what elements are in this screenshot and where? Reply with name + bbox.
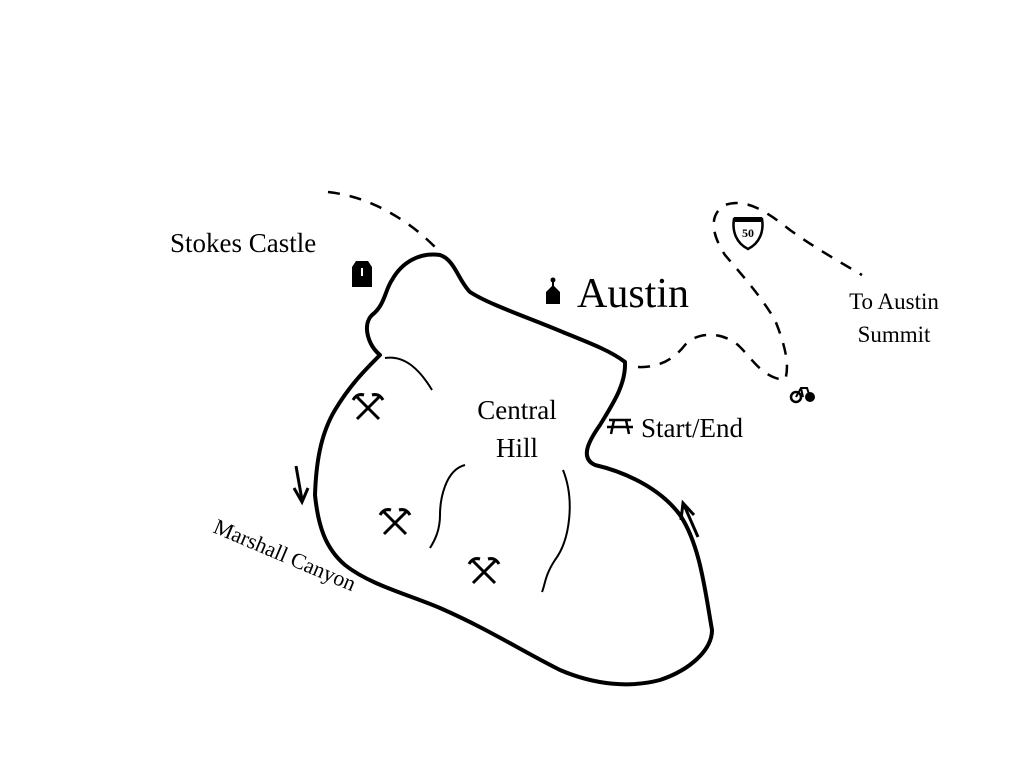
church-icon xyxy=(546,277,560,304)
highway-number: 50 xyxy=(742,226,754,240)
label-central-hill-1: Central xyxy=(477,395,556,425)
direction-arrow-icon xyxy=(679,499,700,538)
mine-icon xyxy=(351,393,385,421)
label-austin: Austin xyxy=(577,271,689,317)
label-to-austin-summit-1: To Austin xyxy=(849,289,939,314)
trail-loop xyxy=(313,252,714,687)
bicycle-icon xyxy=(789,387,815,404)
label-central-hill-2: Hill xyxy=(496,433,538,463)
ridge-line xyxy=(429,464,466,549)
mine-icon xyxy=(467,557,501,585)
ridge-line xyxy=(384,356,433,391)
highway-shield-icon: 50 xyxy=(732,217,764,251)
direction-arrow-icon xyxy=(292,465,310,506)
label-to-austin-summit-2: Summit xyxy=(858,322,931,347)
dashed-road-east xyxy=(637,201,863,382)
label-start-end: Start/End xyxy=(641,413,743,443)
mine-icon xyxy=(378,508,412,536)
label-stokes-castle: Stokes Castle xyxy=(170,228,316,258)
castle-icon xyxy=(352,261,372,287)
ridge-line xyxy=(541,469,571,593)
dashed-road-north xyxy=(327,190,441,253)
picnic-table-icon xyxy=(607,418,633,435)
